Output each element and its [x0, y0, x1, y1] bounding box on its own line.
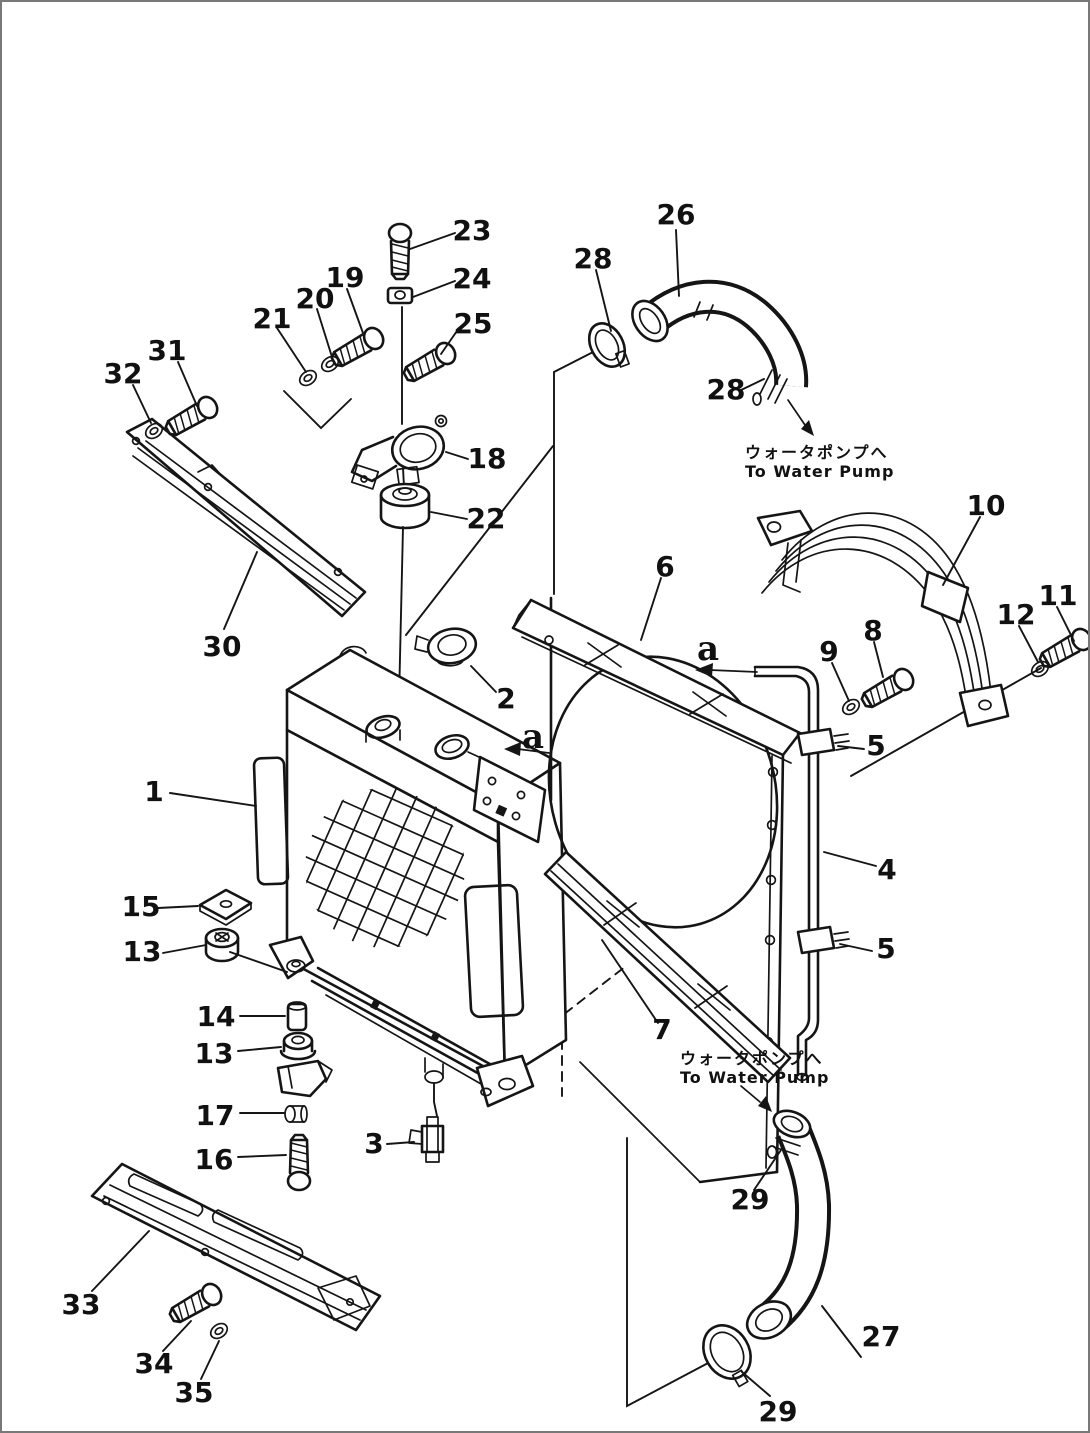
clamp-5-lower	[796, 925, 850, 955]
callout-17: 17	[196, 1099, 235, 1132]
callout-26: 26	[657, 198, 696, 231]
clip-17	[284, 1105, 308, 1123]
mount-13-upper	[204, 927, 240, 963]
callout-28a: 28	[574, 242, 613, 275]
pad-15	[198, 888, 253, 926]
curved-pipe-10	[756, 509, 1010, 728]
lower-hose-27	[702, 1109, 832, 1388]
radiator-cap-2	[414, 627, 478, 667]
washer-35	[207, 1319, 231, 1343]
drain-valve-3	[408, 1116, 445, 1163]
callout-33: 33	[62, 1288, 101, 1321]
bolt-31	[161, 392, 223, 442]
callout-32: 32	[104, 357, 143, 390]
section-label-a-right: a	[697, 629, 719, 669]
callout-20: 20	[296, 282, 335, 315]
callout-24: 24	[453, 262, 492, 295]
radiator-1	[252, 645, 568, 1117]
guard-rod-4	[753, 665, 850, 1082]
annotation-en-bottom: To Water Pump	[680, 1068, 829, 1087]
hose-clamp-28-right	[752, 369, 788, 406]
leader-lines	[91, 229, 1075, 1397]
spacer-14	[286, 1001, 308, 1032]
callout-5b: 5	[876, 932, 895, 965]
bolt-34	[165, 1279, 227, 1329]
section-label-a-left: a	[522, 717, 544, 757]
callout-29b: 29	[759, 1395, 798, 1428]
annotation-jp-top: ウォータポンプへ	[745, 443, 889, 462]
callout-18: 18	[468, 442, 507, 475]
clamp-5-upper	[796, 727, 850, 757]
callout-2: 2	[496, 682, 515, 715]
callout-25: 25	[454, 307, 493, 340]
callout-9: 9	[819, 635, 838, 668]
bolt-8	[857, 664, 919, 714]
bolt-11	[1035, 624, 1088, 674]
section-arrow-a-left	[504, 742, 550, 756]
bolt-23	[387, 222, 413, 281]
callout-30: 30	[203, 630, 242, 663]
callout-31: 31	[148, 334, 187, 367]
callout-21: 21	[253, 302, 292, 335]
callout-28b: 28	[707, 373, 746, 406]
callout-7: 7	[652, 1013, 671, 1046]
bolt-16	[286, 1133, 312, 1192]
bolt-25	[399, 338, 461, 388]
callout-12: 12	[997, 598, 1036, 631]
callout-13a: 13	[123, 935, 162, 968]
callout-27: 27	[862, 1320, 901, 1353]
callout-3: 3	[364, 1127, 383, 1160]
louver-plate-30	[125, 417, 367, 618]
core-screen-grid	[284, 769, 486, 971]
callout-23: 23	[453, 214, 492, 247]
mount-13-lower	[279, 1031, 317, 1061]
callout-1: 1	[144, 775, 163, 808]
hose-clamp-29-upper	[766, 1137, 801, 1159]
callout-10: 10	[967, 489, 1006, 522]
annotation-to-water-pump-top: ウォータポンプへ To Water Pump	[745, 443, 894, 481]
callout-35: 35	[175, 1376, 214, 1409]
clamp-bracket-18	[350, 414, 448, 490]
callout-6: 6	[655, 550, 674, 583]
callout-14: 14	[197, 1000, 236, 1033]
annotation-en-top: To Water Pump	[745, 462, 894, 481]
callout-19: 19	[326, 261, 365, 294]
callout-22: 22	[467, 502, 506, 535]
callout-5a: 5	[866, 729, 885, 762]
callout-29a: 29	[731, 1183, 770, 1216]
section-arrow-a-right	[695, 663, 758, 677]
louver-plate-33	[90, 1162, 382, 1332]
annotation-jp-bottom: ウォータポンプへ	[680, 1049, 824, 1068]
bracket-clip	[276, 1059, 333, 1098]
hose-clamp-29-lower	[702, 1324, 752, 1388]
water-pump-arrow-top	[787, 399, 814, 436]
annotation-to-water-pump-bottom: ウォータポンプへ To Water Pump	[680, 1049, 829, 1087]
callout-15: 15	[122, 890, 161, 923]
fan-shroud-6	[511, 596, 802, 1184]
grommet-22	[379, 482, 431, 530]
water-pump-arrow-bottom	[740, 1085, 772, 1112]
callout-11: 11	[1039, 579, 1078, 612]
callout-labels: 23 24 25 19 20 21 31 32 18 22 30 26 28 2…	[62, 198, 1078, 1428]
nut-24	[386, 286, 414, 305]
washer-9	[839, 695, 863, 719]
callout-4: 4	[877, 853, 896, 886]
washer-21	[296, 366, 320, 390]
callout-34: 34	[135, 1347, 174, 1380]
callout-13b: 13	[195, 1037, 234, 1070]
upper-hose-26	[587, 279, 809, 406]
hose-clamp-28-left	[587, 322, 630, 368]
callout-16: 16	[195, 1143, 234, 1176]
callout-8: 8	[863, 614, 882, 647]
